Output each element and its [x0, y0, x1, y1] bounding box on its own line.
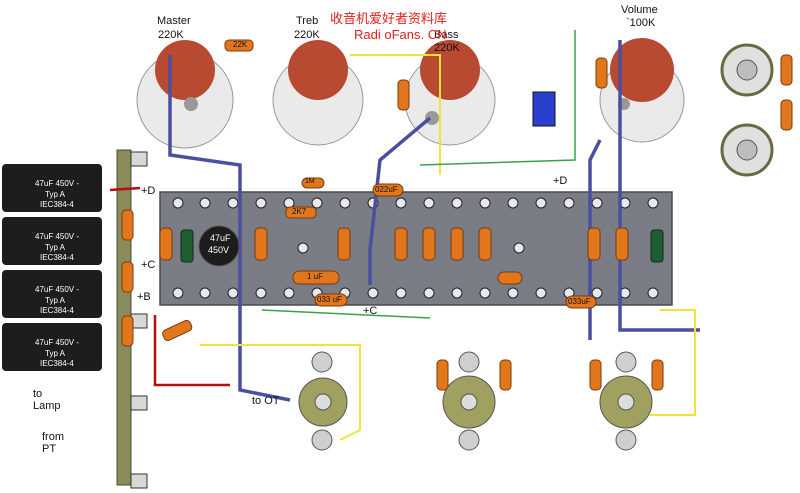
- board-cap-voltage: 450V: [208, 245, 230, 255]
- r2k7-label: 2K7: [292, 207, 307, 216]
- volume-pot-name: Volume: [621, 4, 658, 16]
- cap2-value: 47uF 450V -: [35, 232, 80, 241]
- input-jack-bottom: [720, 123, 774, 177]
- treb-pot-value: 220K: [294, 29, 320, 41]
- wires-yellow: [200, 54, 696, 441]
- treb-pot-name: Treb: [296, 15, 319, 27]
- lead-ot-label: to OT: [252, 395, 280, 407]
- pot-treble: [272, 40, 364, 146]
- rail-c-board: +C: [363, 305, 378, 317]
- master-pot-value: 220K: [158, 29, 184, 41]
- volume-pot-value: `100K: [626, 17, 656, 29]
- cap3-type: Typ A: [45, 296, 66, 305]
- wires-red: [109, 186, 230, 387]
- lead-pt-label: from PT: [42, 431, 64, 455]
- cap4-part: IEC384-4: [40, 359, 74, 368]
- board-mount-hole-left: [297, 242, 309, 254]
- eyelet-board: [159, 191, 673, 306]
- wires-green: [261, 30, 576, 319]
- cap2-type: Typ A: [45, 243, 66, 252]
- lead-lamp-label: to Lamp: [33, 388, 61, 412]
- pot-volume: [599, 38, 685, 143]
- board-mount-hole-right: [513, 242, 525, 254]
- rail-d-left: +D: [141, 185, 156, 197]
- filter-cap-bank: [2, 164, 102, 371]
- cap4-type: Typ A: [45, 349, 66, 358]
- cap3-value: 47uF 450V -: [35, 285, 80, 294]
- cap1-type: Typ A: [45, 190, 66, 199]
- r1m-label: 1M: [305, 178, 315, 185]
- r22k-label: 22K: [233, 40, 248, 49]
- tube-socket-preamp-2: [599, 351, 653, 451]
- board-electrolytic-cap: [198, 225, 240, 267]
- eyelets-top: [172, 197, 659, 209]
- board-caps: [292, 177, 597, 309]
- input-jack-top: [720, 43, 774, 97]
- cap3-part: IEC384-4: [40, 306, 74, 315]
- bass-pot-value: 220K: [434, 42, 460, 54]
- cap1-part: IEC384-4: [40, 200, 74, 209]
- green-cap-left: [180, 229, 194, 263]
- green-cap-right: [650, 229, 664, 263]
- c022-label: 022uF: [375, 185, 398, 194]
- cap2-part: IEC384-4: [40, 253, 74, 262]
- watermark-cn: 收音机爱好者资料库: [330, 11, 448, 26]
- board-cap-value: 47uF: [210, 233, 231, 243]
- c033b-label: 033uF: [568, 297, 591, 306]
- resistors: [121, 39, 793, 391]
- tube-socket-output: [298, 351, 348, 451]
- c033-label: 033 uF: [317, 295, 342, 304]
- cap4-value: 47uF 450V -: [35, 338, 80, 347]
- watermark-en: Radi oFans. CN: [354, 27, 447, 42]
- cap1-value: 47uF 450V -: [35, 179, 80, 188]
- rail-c-left: +C: [141, 259, 156, 271]
- rail-d-right: +D: [553, 175, 568, 187]
- strip-screws: [130, 151, 148, 489]
- tube-socket-preamp-1: [442, 351, 496, 451]
- bass-pot-name: Bass: [434, 29, 459, 41]
- master-pot-name: Master: [157, 15, 191, 27]
- pot-master: [136, 40, 234, 149]
- c1uf-label: 1 uF: [307, 272, 324, 281]
- ground-terminal-block: [532, 91, 556, 127]
- rail-b-left: +B: [137, 291, 151, 303]
